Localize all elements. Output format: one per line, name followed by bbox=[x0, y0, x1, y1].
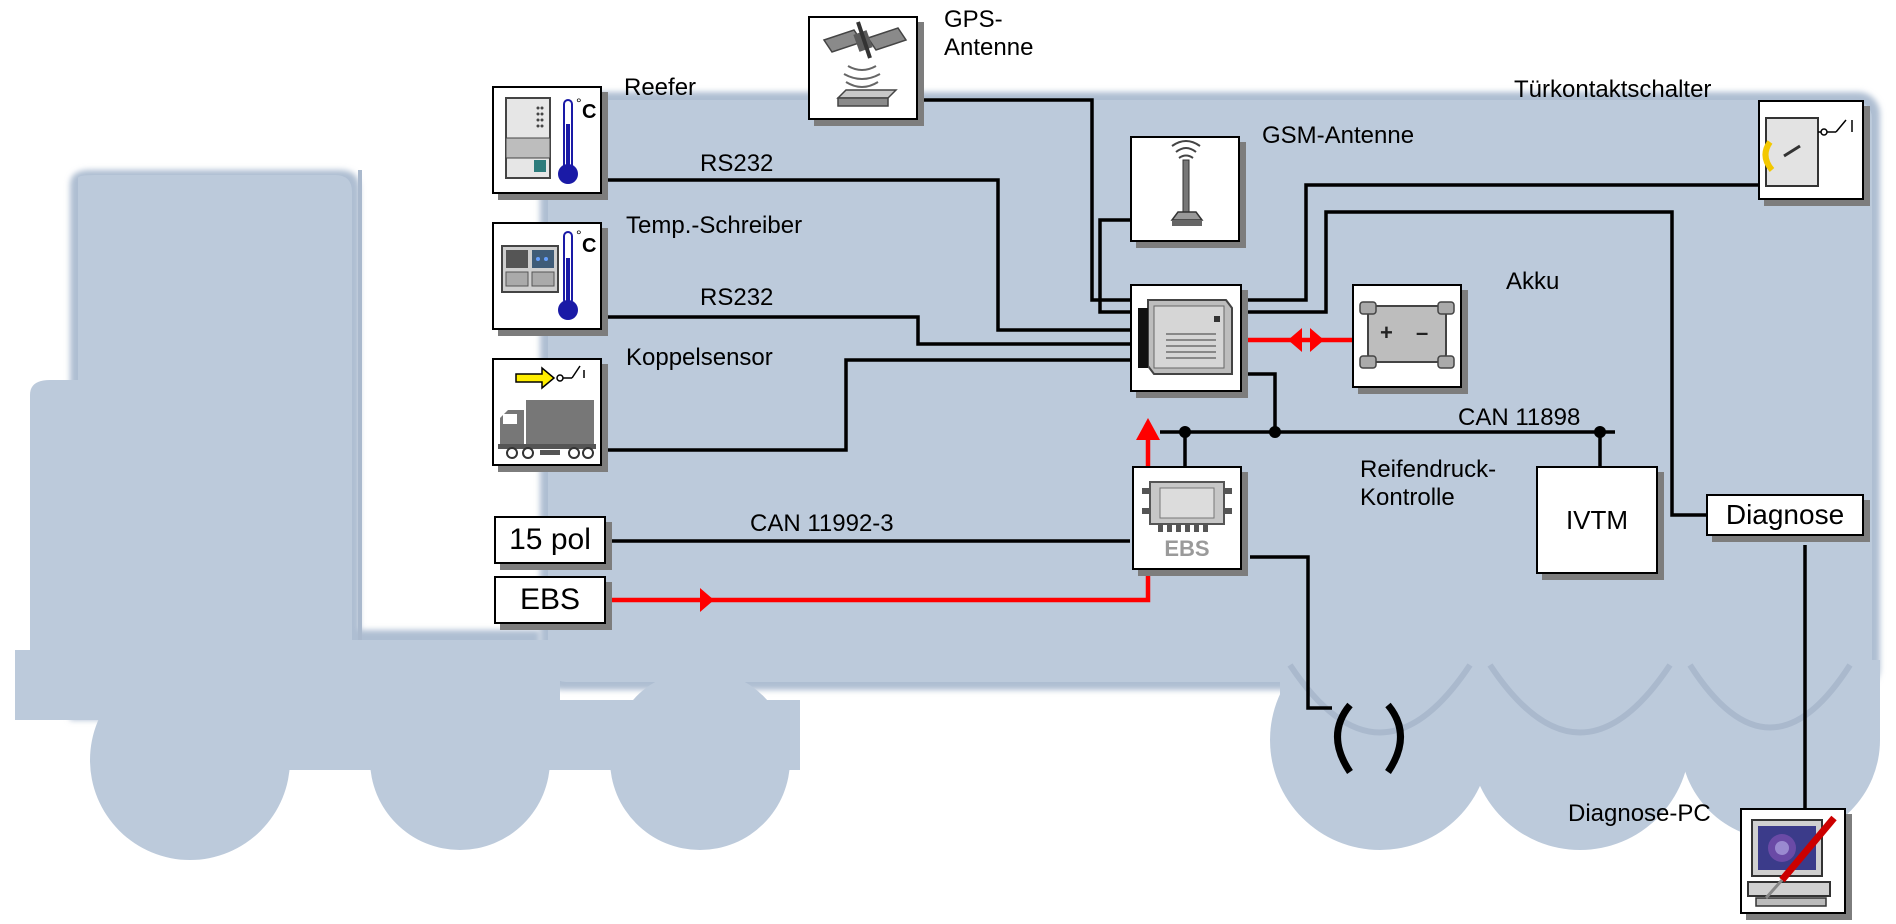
svg-text:C: C bbox=[582, 101, 596, 123]
svg-text:–: – bbox=[1416, 320, 1428, 345]
temp-recorder-icon: ° C bbox=[501, 227, 596, 320]
label-reifendruck-kontrolle: Reifendruck- Kontrolle bbox=[1360, 456, 1497, 511]
bus-junctions bbox=[1179, 426, 1606, 438]
ebs-module-label: EBS bbox=[1164, 536, 1210, 561]
ivtm-box[interactable]: IVTM bbox=[1536, 466, 1658, 574]
telematics-unit-box[interactable] bbox=[1130, 284, 1242, 392]
battery-icon: + – bbox=[1359, 301, 1455, 369]
diagnose-pc-box[interactable] bbox=[1740, 808, 1846, 914]
label-can-11992: CAN 11992-3 bbox=[750, 510, 894, 537]
label-gps-antenne: GPS- Antenne bbox=[944, 6, 1034, 61]
coupling-sensor-icon bbox=[498, 365, 596, 459]
ebs-module-icon bbox=[1142, 481, 1232, 532]
satellite-icon bbox=[822, 21, 908, 107]
label-can-11898: CAN 11898 bbox=[1458, 404, 1581, 431]
svg-text:C: C bbox=[582, 235, 596, 257]
control-unit-icon bbox=[1138, 299, 1233, 375]
svg-text:°: ° bbox=[576, 95, 582, 111]
door-contact-icon bbox=[1762, 117, 1853, 187]
svg-text:°: ° bbox=[576, 227, 582, 243]
label-rs232-reefer: RS232 bbox=[700, 150, 774, 177]
reefer-box[interactable]: ° C bbox=[492, 86, 602, 194]
wire-can-up bbox=[1245, 372, 1277, 432]
wire-gsm bbox=[1098, 218, 1145, 314]
wheel-sensor-icon bbox=[1334, 702, 1404, 774]
label-diagnose-pc: Diagnose-PC bbox=[1568, 800, 1711, 827]
label-gsm-antenne: GSM-Antenne bbox=[1262, 122, 1415, 149]
gps-antenne-box[interactable] bbox=[808, 16, 918, 120]
wire-koppel bbox=[602, 358, 1132, 452]
pol15-box[interactable]: 15 pol bbox=[494, 516, 606, 564]
wire-reefer bbox=[602, 178, 1132, 332]
svg-text:+: + bbox=[1380, 320, 1393, 345]
reefer-icon: ° C bbox=[505, 95, 596, 184]
wire-temp bbox=[602, 315, 1132, 346]
ebs-input-box[interactable]: EBS bbox=[494, 576, 606, 624]
power-arrows bbox=[700, 328, 1324, 612]
antenna-icon bbox=[1170, 140, 1204, 226]
label-koppelsensor: Koppelsensor bbox=[626, 344, 773, 371]
tuerkontakt-box[interactable] bbox=[1758, 100, 1864, 200]
gsm-antenne-box[interactable] bbox=[1130, 136, 1240, 242]
wire-sensor bbox=[1250, 555, 1332, 710]
label-reefer: Reefer bbox=[624, 74, 697, 101]
ebs-module-box[interactable]: EBS bbox=[1132, 466, 1242, 570]
koppelsensor-box[interactable] bbox=[492, 358, 602, 466]
wire-gps bbox=[915, 98, 1132, 302]
label-rs232-temp: RS232 bbox=[700, 284, 774, 311]
wire-door bbox=[1245, 183, 1758, 302]
akku-box[interactable]: + – bbox=[1352, 284, 1462, 388]
diagnose-pc-icon bbox=[1747, 815, 1837, 907]
label-temp-schreiber: Temp.-Schreiber bbox=[626, 212, 803, 239]
label-akku: Akku bbox=[1506, 268, 1560, 295]
diagnose-box[interactable]: Diagnose bbox=[1706, 494, 1864, 536]
temp-schreiber-box[interactable]: ° C bbox=[492, 222, 602, 330]
power-ebs bbox=[612, 555, 1151, 603]
label-tuerkontaktschalter: Türkontaktschalter bbox=[1514, 76, 1712, 103]
wire-diag bbox=[1245, 210, 1710, 517]
